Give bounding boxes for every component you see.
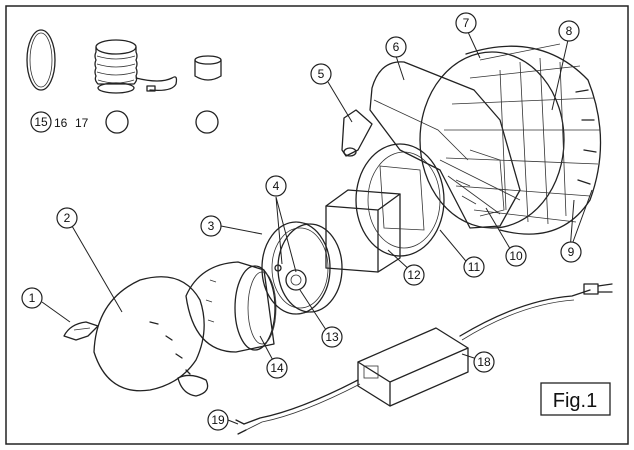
callout-14: 14: [266, 357, 288, 379]
callout-10: 10: [505, 245, 527, 267]
part-battery: [325, 189, 401, 273]
svg-text:19: 19: [211, 413, 225, 427]
svg-text:18: 18: [477, 355, 491, 369]
svg-text:16: 16: [54, 116, 68, 130]
svg-text:14: 14: [270, 361, 284, 375]
svg-text:3: 3: [208, 219, 215, 233]
part-o-ring: [26, 29, 56, 91]
part-battery-housing: [185, 261, 277, 353]
svg-text:6: 6: [393, 40, 400, 54]
svg-text:13: 13: [325, 330, 339, 344]
svg-text:8: 8: [566, 24, 573, 38]
callout-5: 5: [310, 63, 332, 85]
svg-text:11: 11: [468, 260, 481, 274]
svg-text:7: 7: [463, 16, 470, 30]
callout-2: 2: [56, 207, 78, 229]
part-cap: [194, 55, 222, 81]
callout-3: 3: [200, 215, 222, 237]
callout-17: 17: [75, 116, 89, 130]
part-handle-grip: [341, 109, 373, 157]
svg-text:Fig.1: Fig.1: [553, 390, 597, 412]
svg-text:15: 15: [34, 115, 48, 129]
part-clip: [63, 321, 99, 341]
part-main-body: [369, 61, 521, 229]
svg-text:5: 5: [318, 67, 325, 81]
callout-19: 19: [207, 409, 229, 431]
callout-9: 9: [560, 241, 582, 263]
part-switch: [274, 264, 307, 291]
callout-18: 18: [473, 351, 495, 373]
part-bellows-pump: [94, 39, 178, 94]
callout-6: 6: [385, 36, 407, 58]
figure-label: Fig.1: [540, 382, 611, 416]
leader-lines: [41, 31, 593, 425]
callout-13: 13: [321, 326, 343, 348]
part-nose-cone: [93, 276, 209, 397]
callout-16: 16: [54, 116, 68, 130]
blank-marker-circle: [195, 110, 219, 134]
diagram-border: [5, 5, 629, 445]
svg-text:4: 4: [273, 179, 280, 193]
callout-15: 15: [30, 111, 52, 133]
callout-11: 11: [463, 256, 485, 278]
svg-text:12: 12: [407, 268, 421, 282]
svg-text:10: 10: [509, 249, 523, 263]
part-inner-frame: [469, 149, 505, 217]
callout-1: 1: [21, 287, 43, 309]
callout-8: 8: [558, 20, 580, 42]
svg-text:17: 17: [75, 116, 89, 130]
blank-marker-circle: [105, 110, 129, 134]
callout-4: 4: [265, 175, 287, 197]
part-charger: [235, 283, 613, 435]
callout-12: 12: [403, 264, 425, 286]
callout-7: 7: [455, 12, 477, 34]
svg-text:9: 9: [568, 245, 575, 259]
part-propeller-shroud: [419, 43, 602, 235]
svg-text:1: 1: [29, 291, 36, 305]
svg-text:2: 2: [64, 211, 71, 225]
